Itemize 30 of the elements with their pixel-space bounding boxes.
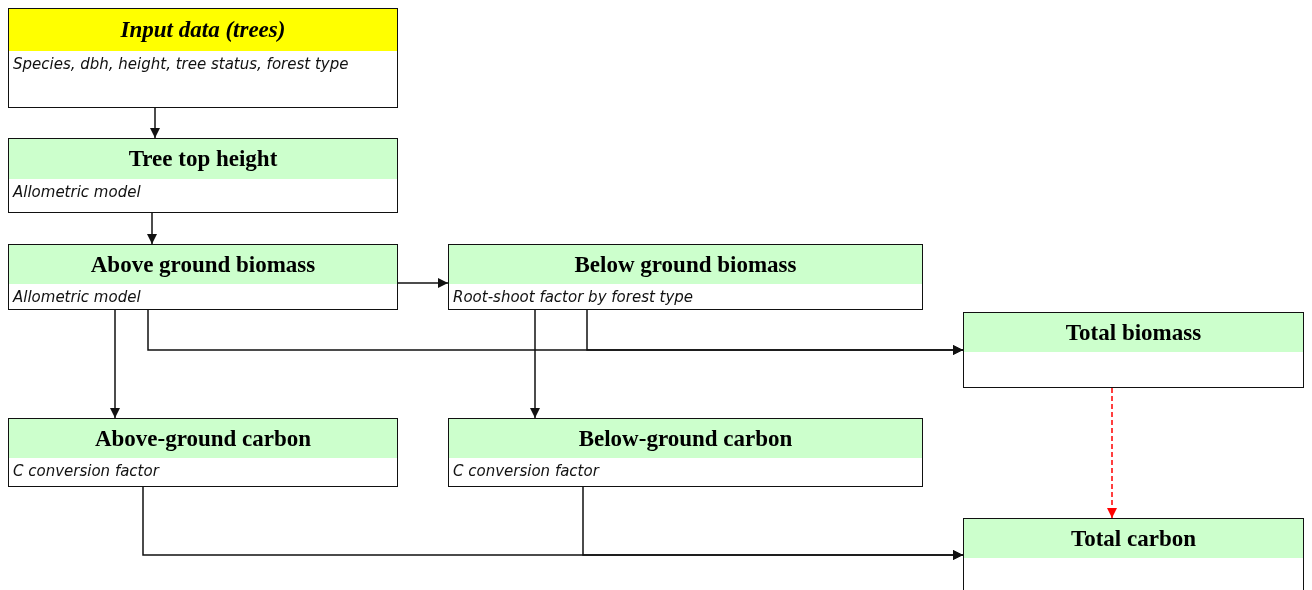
process-box — [8, 244, 398, 310]
box-description: Species, dbh, height, tree status, forest type — [12, 54, 350, 75]
arrow — [147, 212, 157, 245]
box-description: Allometric model — [11, 287, 142, 308]
box-heading: Above-ground carbon — [9, 419, 397, 458]
box-heading: Total carbon — [964, 519, 1303, 558]
arrow — [1107, 387, 1117, 519]
box-description: Allometric model — [11, 182, 142, 203]
box-heading: Below-ground carbon — [449, 419, 922, 458]
process-box — [448, 244, 923, 310]
box-description: C conversion factor — [12, 461, 161, 482]
arrow — [586, 309, 964, 355]
process-box — [8, 138, 398, 213]
arrow — [397, 278, 449, 288]
process-box — [448, 418, 923, 487]
box-heading: Total biomass — [964, 313, 1303, 352]
arrow — [582, 486, 964, 560]
box-heading: Input data (trees) — [9, 9, 397, 51]
arrow — [150, 107, 160, 139]
box-description: Root-shoot factor by forest type — [452, 287, 695, 308]
process-box — [8, 8, 398, 108]
arrow — [530, 309, 540, 419]
box-heading: Above ground biomass — [9, 245, 397, 284]
process-box — [963, 312, 1304, 388]
box-heading: Below ground biomass — [449, 245, 922, 284]
process-box — [963, 518, 1304, 590]
box-heading: Tree top height — [9, 139, 397, 179]
process-box — [8, 418, 398, 487]
arrow — [110, 309, 120, 419]
box-description: C conversion factor — [452, 461, 601, 482]
